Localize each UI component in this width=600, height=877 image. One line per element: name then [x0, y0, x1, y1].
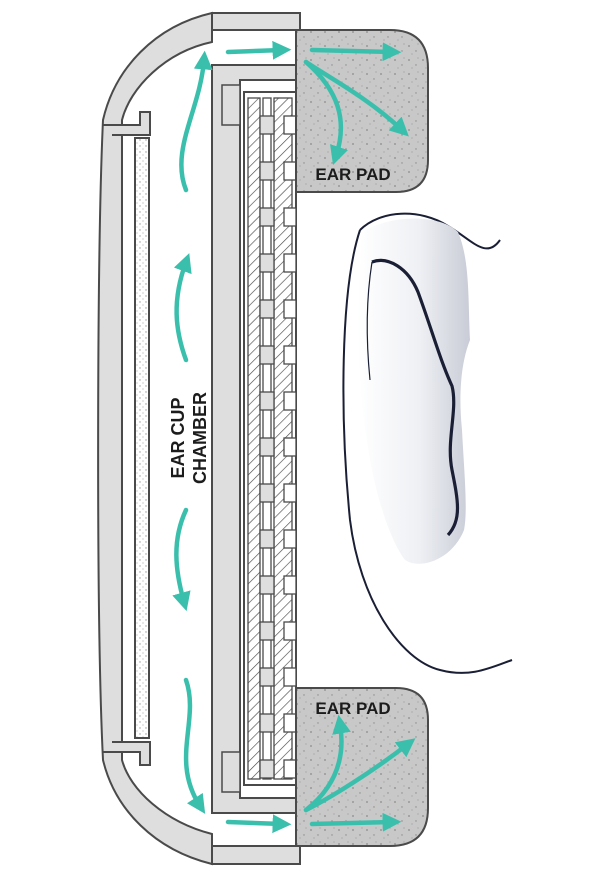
- ear-cup-chamber-label: EAR CUP CHAMBER: [168, 392, 210, 484]
- driver-rib: [259, 483, 275, 503]
- airflow-arrow: [172, 507, 191, 612]
- chamber-label-line2: CHAMBER: [190, 392, 210, 484]
- airflow-arrow: [179, 50, 213, 193]
- driver-rib: [259, 391, 275, 411]
- driver-rib: [259, 207, 275, 227]
- driver-rib: [259, 667, 275, 687]
- driver-rib: [283, 529, 297, 549]
- driver-rib: [259, 575, 275, 595]
- chamber-label-line1: EAR CUP: [168, 397, 188, 478]
- ear-pad-bottom: [295, 687, 429, 847]
- driver-rib: [283, 345, 297, 365]
- driver-rib: [259, 345, 275, 365]
- driver-rib: [259, 115, 275, 135]
- driver-rib: [283, 667, 297, 687]
- driver-rib: [283, 483, 297, 503]
- airflow-arrow: [173, 253, 192, 363]
- driver-rib: [283, 759, 297, 779]
- driver-rib: [259, 713, 275, 733]
- driver-rib: [283, 161, 297, 181]
- airflow-arrow: [225, 814, 292, 834]
- driver-rib: [283, 253, 297, 273]
- airflow-arrow: [309, 42, 402, 62]
- driver-magnet-ribs: [259, 115, 297, 779]
- driver-rib: [259, 759, 275, 779]
- ear-pad-top-label: EAR PAD: [315, 165, 390, 184]
- driver-rib: [259, 437, 275, 457]
- driver-rib: [283, 299, 297, 319]
- driver-rib: [283, 207, 297, 227]
- airflow-arrow: [183, 677, 206, 814]
- driver-rib: [283, 621, 297, 641]
- airflow-arrow: [303, 714, 351, 813]
- outer-damping-foam: [134, 137, 150, 739]
- driver-rib: [259, 529, 275, 549]
- driver-rib: [283, 391, 297, 411]
- airflow-arrow: [225, 40, 292, 60]
- human-ear: [342, 212, 513, 674]
- airflow-arrows: [172, 40, 416, 834]
- driver-rib: [283, 437, 297, 457]
- driver-rib: [283, 575, 297, 595]
- ear-cup-shell: [97, 11, 301, 866]
- airflow-arrow: [303, 59, 348, 165]
- driver-rib: [259, 161, 275, 181]
- driver-rib: [283, 713, 297, 733]
- driver-rib: [259, 253, 275, 273]
- driver-rib: [259, 621, 275, 641]
- airflow-arrow: [309, 812, 402, 832]
- ear-pad-top: [295, 29, 429, 193]
- ear-pad-bottom-label: EAR PAD: [315, 699, 390, 718]
- driver-rib: [259, 299, 275, 319]
- driver-rib: [283, 115, 297, 135]
